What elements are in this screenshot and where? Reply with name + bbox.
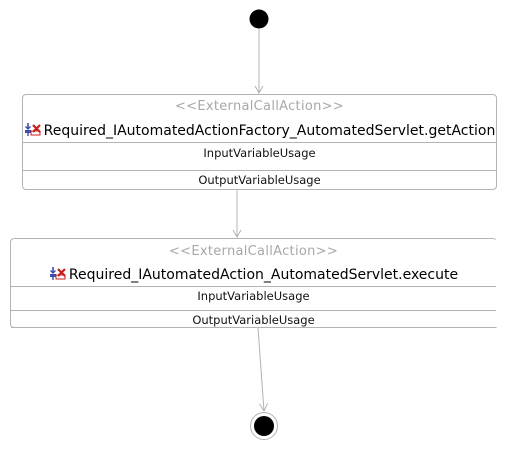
edge-start-to-action-1[interactable] [254, 29, 264, 95]
action-1-input-variable-usage[interactable]: InputVariableUsage [23, 142, 496, 170]
end-node[interactable] [250, 412, 278, 440]
action-2-stereotype: <<ExternalCallAction>> [168, 244, 339, 259]
action-2-title: Required_IAutomatedAction_AutomatedServl… [11, 266, 496, 283]
external-call-icon [24, 123, 41, 136]
action-1-title-text: Required_IAutomatedActionFactory_Automat… [43, 123, 496, 139]
action-2-title-text: Required_IAutomatedAction_AutomatedServl… [68, 267, 459, 283]
external-call-action-1[interactable]: <<ExternalCallAction>> Required_IAutomat… [22, 94, 497, 190]
action-1-title: Required_IAutomatedActionFactory_Automat… [23, 122, 496, 139]
start-node[interactable] [249, 9, 269, 29]
action-1-output-variable-usage[interactable]: OutputVariableUsage [23, 170, 496, 190]
external-call-icon [49, 267, 66, 280]
action-2-input-variable-usage[interactable]: InputVariableUsage [11, 286, 496, 310]
external-call-action-2[interactable]: <<ExternalCallAction>> Required_IAutomat… [10, 238, 497, 328]
action-2-output-variable-usage[interactable]: OutputVariableUsage [11, 310, 496, 328]
action-1-stereotype: <<ExternalCallAction>> [174, 99, 345, 114]
edge-action-2-to-end[interactable] [257, 327, 268, 413]
edge-action-1-to-action-2[interactable] [232, 190, 242, 239]
